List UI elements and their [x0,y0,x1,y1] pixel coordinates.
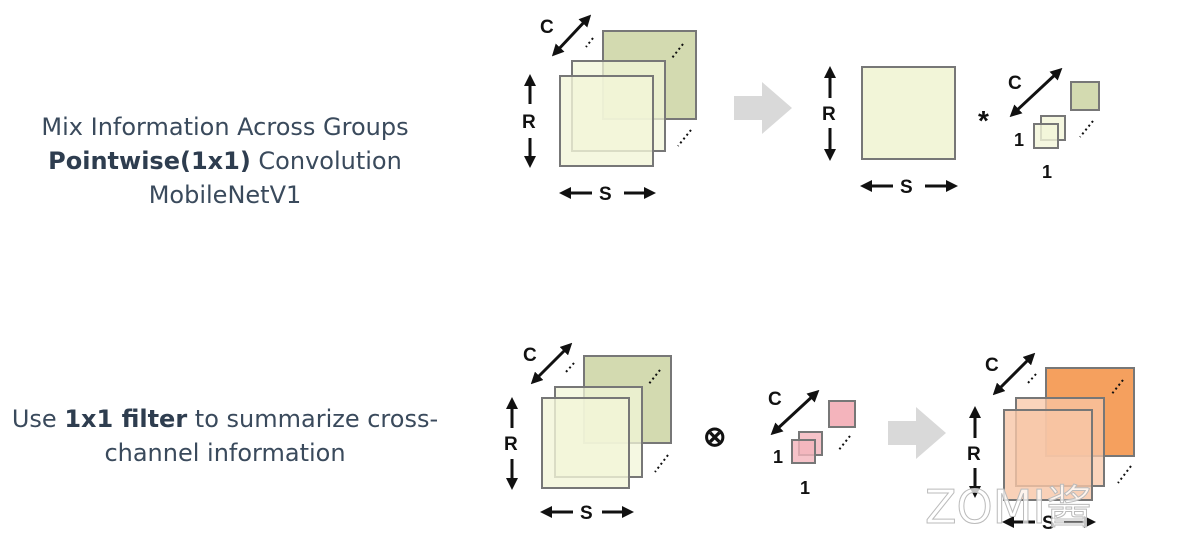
row1-line2: Pointwise(1x1) Convolution [0,144,450,178]
row1-input-front [559,75,654,167]
row2-c-arrow [530,342,573,385]
row1-line2-rest: Convolution [250,147,402,175]
row2-filter-one-left: 1 [773,447,783,467]
row1-filter-c-arrow [1009,67,1063,118]
row2-input-front [541,397,630,489]
row1-dots-c [585,37,594,48]
row2-filter-dots [837,435,851,452]
row1-c-label: C [540,17,554,38]
row2-dots-c [565,362,575,373]
row2-c-label: C [523,345,537,366]
row2-line2: channel information [104,439,346,467]
row2-pre: Use [11,405,65,433]
row2-bold: 1x1 filter [64,405,188,433]
row2-out-c-arrow [992,352,1036,396]
row2-filter-back [828,400,856,428]
row2-out-c-label: C [985,355,999,376]
row2-post: to summarize cross- [187,405,439,433]
row1-output: R S [822,66,958,198]
row1-c-arrow [551,14,592,57]
row2-filter: C 1 1 [768,389,856,498]
row2-out-dots-c [1027,373,1037,384]
watermark: ZOMI酱 [925,480,1092,534]
row1-multiply-sign: * [978,105,989,136]
row1-caption: Mix Information Across Groups Pointwise(… [0,110,450,212]
row1-filter: C 1 1 [1008,67,1100,182]
row2-dots-bottom [654,454,669,473]
row2-r-label: R [504,434,518,455]
row2-filter-c-label: C [768,389,782,410]
row2-dots-top [647,369,661,386]
row2-input-stack: C R S [504,342,672,524]
row2-s-label: S [580,503,593,524]
row2-output-front [1003,409,1093,501]
row1-out-s-label: S [900,177,913,198]
row1-s-label: S [599,184,612,205]
row1-filter-back [1070,81,1100,111]
row2-caption: Use 1x1 filter to summarize cross- chann… [0,402,450,470]
row1-filter-one-left: 1 [1014,130,1024,150]
row1-r-label: R [522,112,536,133]
row1-line2-bold: Pointwise(1x1) [48,147,251,175]
row2-filter-front [791,439,816,464]
row2-filter-c-arrow [770,389,820,436]
row1-filter-c-label: C [1008,73,1022,94]
row2-out-r-label: R [967,444,981,465]
row1-filter-dots [1079,120,1094,138]
row1-dots-bottom [677,129,692,147]
row1-line3: MobileNetV1 [148,181,302,209]
row1-line1: Mix Information Across Groups [41,113,409,141]
row2-filter-one-bottom: 1 [800,478,810,498]
row1-filter-one-bottom: 1 [1042,162,1052,182]
row2-out-s-label: S [1042,513,1055,534]
row2-otimes-sign: ⊗ [703,421,726,452]
row2-output-stack: C R S [967,352,1135,534]
row1-transform-arrow [734,82,792,134]
row1-filter-front [1033,123,1059,149]
row2-line1: Use 1x1 filter to summarize cross- [0,402,450,436]
row1-out-r-label: R [822,104,836,125]
row1-input-stack: C R S [522,14,697,205]
row2-out-dots-top [1110,379,1124,396]
row2-transform-arrow [888,407,946,459]
row1-output-square [861,66,956,160]
row2-out-dots-bottom [1117,465,1132,484]
